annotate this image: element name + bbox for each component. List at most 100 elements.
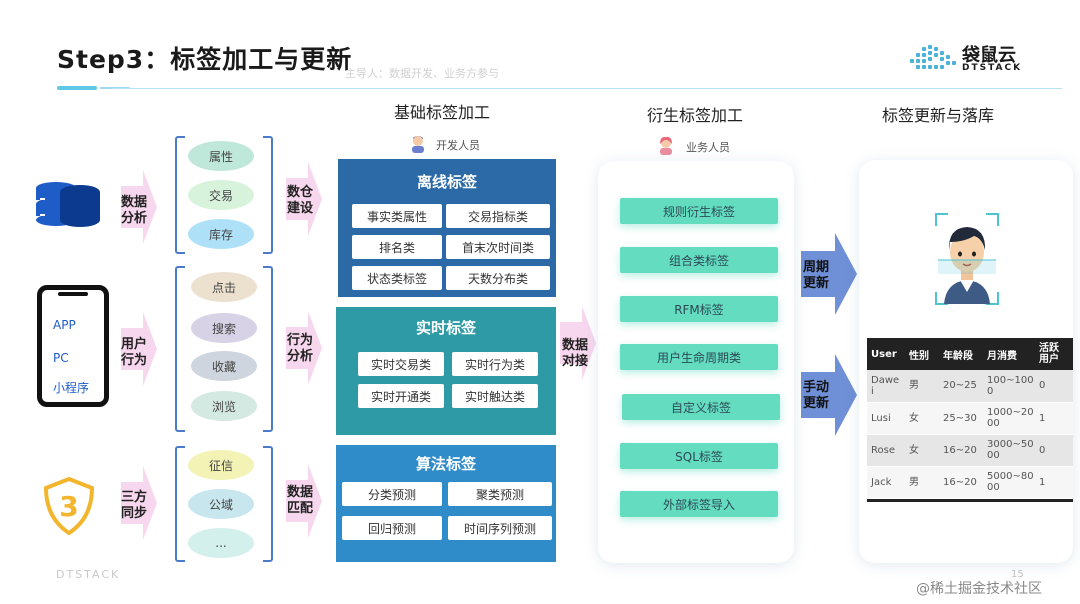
chip-ranking: 排名类 bbox=[352, 235, 442, 259]
mid-arrow-2 bbox=[286, 311, 322, 385]
source-arrow-3 bbox=[121, 466, 157, 540]
phone-line-pc: PC bbox=[53, 351, 69, 365]
table-cell: 女 bbox=[905, 434, 939, 467]
mid-arrow-3 bbox=[286, 464, 322, 538]
connector-arrow bbox=[560, 306, 596, 380]
developer-avatar-icon bbox=[412, 136, 424, 153]
page-number: 15 bbox=[1011, 569, 1024, 580]
col-header-active: 活跃 用户 bbox=[1035, 338, 1073, 370]
table-cell: 1 bbox=[1035, 402, 1073, 435]
table-cell: 0 bbox=[1035, 434, 1073, 467]
periodic-update-arrow bbox=[801, 233, 857, 315]
page-title: Step3：标签加工与更新 bbox=[57, 45, 353, 74]
col-header-age: 年龄段 bbox=[939, 338, 983, 370]
arrow-label-third-party-sync: 三方 同步 bbox=[121, 490, 148, 521]
derived-tag-item: 组合类标签 bbox=[620, 247, 778, 273]
cloud-logo-icon bbox=[910, 45, 956, 69]
algorithm-tag-panel: 算法标签 分类预测 聚类预测 回归预测 时间序列预测 bbox=[336, 445, 556, 562]
table-cell: 5000~80 00 bbox=[983, 466, 1035, 499]
chip-clustering: 聚类预测 bbox=[448, 482, 552, 506]
pill-click: 点击 bbox=[191, 272, 257, 302]
derived-tag-item: 外部标签导入 bbox=[620, 491, 778, 517]
derived-heading: 衍生标签加工 bbox=[647, 106, 744, 125]
title-underline bbox=[57, 86, 97, 90]
offline-tag-panel: 离线标签 事实类属性 交易指标类 排名类 首末次时间类 状态类标签 天数分布类 bbox=[338, 159, 556, 297]
chip-status-tag: 状态类标签 bbox=[352, 266, 442, 290]
chip-day-distribution: 天数分布类 bbox=[446, 266, 550, 290]
pill-more: ... bbox=[188, 528, 254, 558]
pill-inventory: 库存 bbox=[188, 219, 254, 249]
shield-number: 3 bbox=[59, 490, 78, 523]
derived-tag-item: 规则衍生标签 bbox=[620, 198, 778, 224]
table-cell: 16~20 bbox=[939, 466, 983, 499]
table-cell: 1 bbox=[1035, 466, 1073, 499]
table-cell: 16~20 bbox=[939, 434, 983, 467]
phone-line-app: APP bbox=[53, 318, 76, 332]
table-cell: 0 bbox=[1035, 370, 1073, 403]
page-subtitle: 主导人：数据开发、业务方参与 bbox=[345, 67, 499, 80]
arrow-label-behavior-analysis: 行为 分析 bbox=[287, 333, 314, 364]
header-divider bbox=[112, 88, 1062, 89]
table-header-row: User 性别 年龄段 月消费 活跃 用户 bbox=[867, 338, 1073, 370]
chip-time-series: 时间序列预测 bbox=[448, 516, 552, 540]
table-cell: 1000~20 00 bbox=[983, 402, 1035, 435]
table-cell: 100~100 0 bbox=[983, 370, 1035, 403]
chip-realtime-activation: 实时开通类 bbox=[358, 384, 444, 408]
pill-transaction: 交易 bbox=[188, 180, 254, 210]
table-cell: Lusi bbox=[867, 402, 905, 435]
database-icon bbox=[36, 182, 100, 227]
chip-transaction-metric: 交易指标类 bbox=[446, 204, 550, 228]
manual-update-arrow bbox=[801, 354, 857, 436]
table-cell: 25~30 bbox=[939, 402, 983, 435]
pill-public-domain: 公域 bbox=[188, 489, 254, 519]
algorithm-panel-title: 算法标签 bbox=[415, 455, 476, 473]
chip-regression: 回归预测 bbox=[342, 516, 442, 540]
basic-heading: 基础标签加工 bbox=[394, 103, 491, 122]
arrow-label-periodic-update: 周期 更新 bbox=[803, 260, 830, 291]
mid-arrow-1 bbox=[286, 162, 322, 236]
logo-text: 袋鼠云 bbox=[962, 45, 1016, 66]
update-heading: 标签更新与落库 bbox=[882, 106, 995, 125]
watermark: @稀土掘金技术社区 bbox=[916, 581, 1042, 597]
derived-tag-item: SQL标签 bbox=[620, 443, 778, 469]
realtime-tag-panel: 实时标签 实时交易类 实时行为类 实时开通类 实时触达类 bbox=[336, 307, 556, 435]
business-avatar-icon bbox=[660, 136, 672, 155]
table-cell: 20~25 bbox=[939, 370, 983, 403]
face-scan-icon bbox=[935, 213, 999, 305]
arrow-label-data-analysis: 数据 分析 bbox=[121, 195, 148, 226]
arrow-label-data-docking: 数据 对接 bbox=[562, 338, 589, 369]
pill-credit: 征信 bbox=[188, 450, 254, 480]
phone-speaker bbox=[58, 292, 88, 296]
arrow-label-user-behavior: 用户 行为 bbox=[121, 337, 148, 368]
pill-search: 搜索 bbox=[191, 313, 257, 343]
chip-classification: 分类预测 bbox=[342, 482, 442, 506]
chip-realtime-transaction: 实时交易类 bbox=[358, 352, 444, 376]
developer-role: 开发人员 bbox=[436, 139, 480, 152]
arrow-label-manual-update: 手动 更新 bbox=[803, 380, 830, 411]
table-bottom-rule bbox=[867, 498, 1073, 502]
shield-3-icon: 3 bbox=[43, 476, 95, 536]
derived-tag-item: 用户生命周期类 bbox=[620, 344, 778, 370]
business-role: 业务人员 bbox=[686, 141, 730, 154]
chip-fact-attribute: 事实类属性 bbox=[352, 204, 442, 228]
footer-brand: DTSTACK bbox=[56, 568, 121, 581]
table-cell: 女 bbox=[905, 402, 939, 435]
pill-attribute: 属性 bbox=[188, 141, 254, 171]
offline-panel-title: 离线标签 bbox=[416, 173, 477, 191]
chip-realtime-reach: 实时触达类 bbox=[452, 384, 538, 408]
table-cell: 男 bbox=[905, 466, 939, 499]
chip-realtime-behavior: 实时行为类 bbox=[452, 352, 538, 376]
table-cell: 3000~50 00 bbox=[983, 434, 1035, 467]
table-cell: Jack bbox=[867, 466, 905, 499]
col-header-user: User bbox=[867, 338, 905, 370]
pill-favorite: 收藏 bbox=[191, 351, 257, 381]
source-arrow-2 bbox=[121, 312, 157, 386]
source-arrow-1 bbox=[121, 170, 157, 244]
col-header-monthly-spend: 月消费 bbox=[983, 338, 1035, 370]
col-header-gender: 性别 bbox=[905, 338, 939, 370]
